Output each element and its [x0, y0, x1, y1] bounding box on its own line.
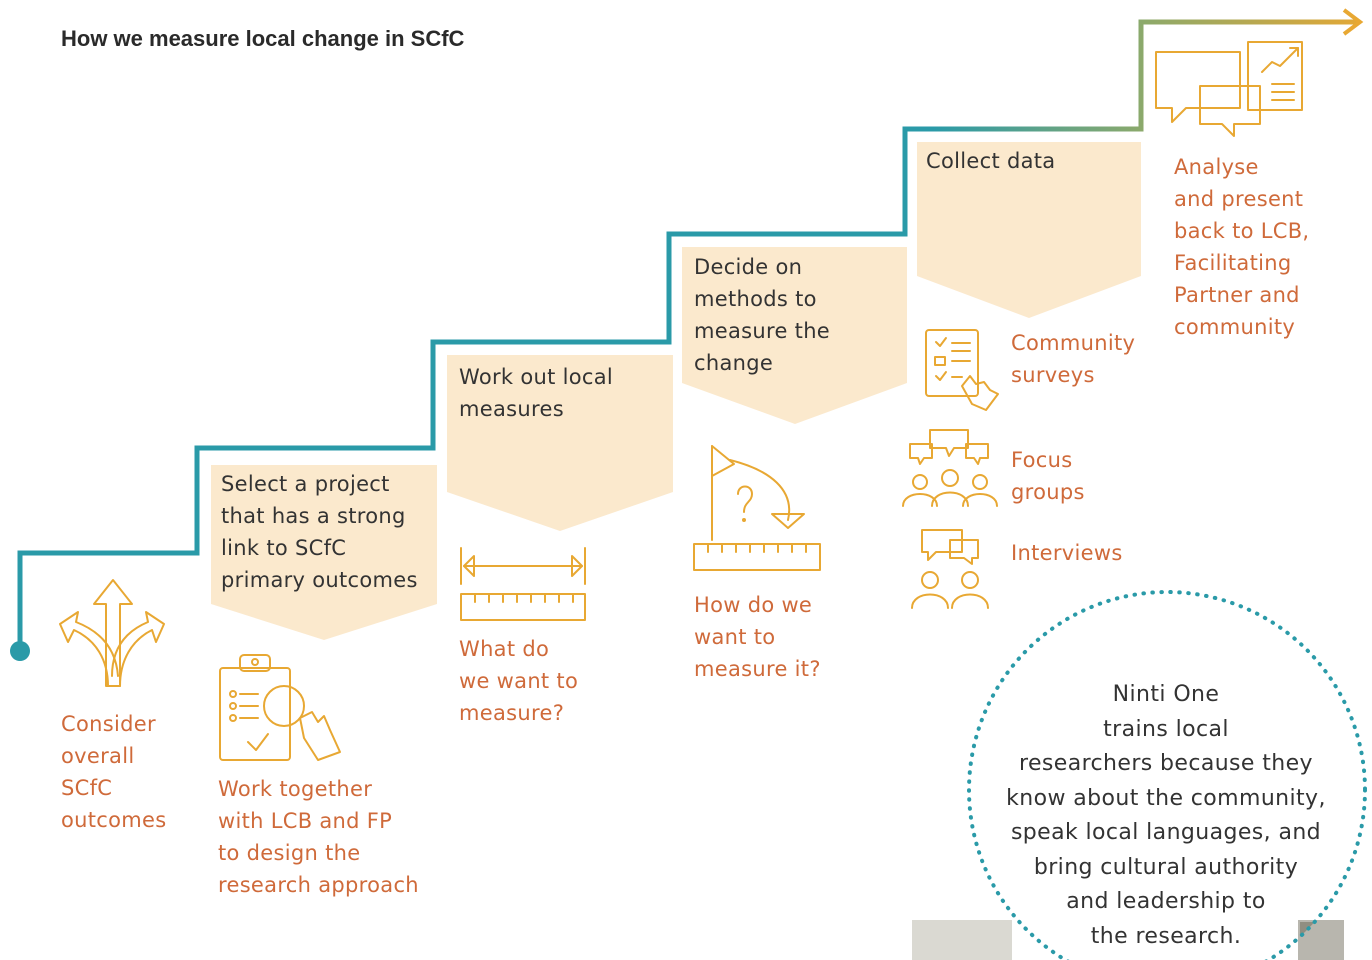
caption-line: and present — [1174, 187, 1304, 211]
caption-step-1: Consider overall SCfC outcomes — [61, 708, 167, 836]
caption-line: Work together — [218, 777, 373, 801]
caption-line: Partner and — [1174, 283, 1300, 307]
caption-line: we want to — [459, 669, 579, 693]
method-label-focus-groups: Focus groups — [1011, 444, 1085, 508]
chat-report-icon — [1155, 41, 1303, 137]
caption-line: back to LCB, — [1174, 219, 1310, 243]
banner-text-step-4: Decide on methods to measure the change — [694, 251, 830, 379]
method-label-line: Community — [1011, 331, 1136, 355]
diverging-arrows-icon — [59, 579, 165, 687]
method-label-line: groups — [1011, 480, 1085, 504]
banner-step-3 — [447, 355, 673, 531]
stair-arrowhead — [1342, 8, 1364, 36]
banner-line: Select a project — [221, 472, 390, 496]
caption-line: overall — [61, 744, 135, 768]
caption-line: outcomes — [61, 808, 167, 832]
caption-line: Analyse — [1174, 155, 1259, 179]
caption-line: want to — [694, 625, 776, 649]
caption-line: with LCB and FP — [218, 809, 393, 833]
photo-corner-left — [912, 920, 1012, 960]
interview-icon — [911, 529, 989, 609]
callout-line: bring cultural authority — [1033, 854, 1299, 880]
banner-line: Decide on — [694, 255, 803, 279]
stair-line — [17, 19, 1358, 651]
callout-text: Ninti One trains local researchers becau… — [990, 678, 1342, 954]
banner-line: methods to — [694, 287, 817, 311]
caption-step-2: Work together with LCB and FP to design … — [218, 773, 419, 901]
method-label-surveys: Community surveys — [1011, 327, 1135, 391]
protractor-question-icon — [693, 445, 821, 571]
caption-step-3: What do we want to measure? — [459, 633, 578, 729]
callout-line: researchers because they — [1019, 751, 1313, 776]
ruler-measure-icon — [460, 547, 586, 621]
banner-line: Collect data — [926, 149, 1056, 173]
caption-line: research approach — [218, 873, 419, 897]
method-label-line: Focus — [1011, 448, 1073, 472]
callout-line: trains local — [1103, 716, 1229, 742]
banner-step-2 — [211, 465, 437, 640]
banner-step-4 — [682, 247, 907, 424]
banner-line: that has a strong — [221, 504, 406, 528]
banner-line: change — [694, 351, 774, 375]
method-label-line: Interviews — [1011, 541, 1123, 565]
caption-line: measure it? — [694, 657, 821, 681]
caption-step-6: Analyse and present back to LCB, Facilit… — [1174, 151, 1309, 343]
banner-step-5 — [917, 142, 1141, 318]
clipboard-magnifier-icon — [219, 654, 341, 761]
caption-line: What do — [459, 637, 550, 661]
callout-line: and leadership to — [1066, 889, 1266, 914]
callout-line: the research. — [1090, 923, 1242, 949]
caption-line: SCfC — [61, 776, 113, 800]
callout-line: Ninti One — [1112, 682, 1220, 707]
banner-text-step-5: Collect data — [926, 145, 1055, 177]
caption-line: measure? — [459, 701, 565, 725]
callout-circle — [967, 590, 1367, 960]
callout-line: speak local languages, and — [1010, 820, 1322, 845]
step-banners — [211, 142, 1141, 640]
caption-line: Facilitating — [1174, 251, 1292, 275]
banner-line: measures — [459, 397, 564, 421]
banner-text-step-2: Select a project that has a strong link … — [221, 468, 418, 596]
callout-line: know about the community, — [1006, 785, 1326, 811]
survey-checklist-icon — [925, 329, 999, 411]
caption-step-4: How do we want to measure it? — [694, 589, 821, 685]
caption-line: Consider — [61, 712, 156, 736]
caption-line: to design the — [218, 841, 361, 865]
banner-line: primary outcomes — [221, 568, 418, 592]
method-label-line: surveys — [1011, 363, 1095, 387]
focus-group-icon — [902, 429, 998, 507]
diagram-title: How we measure local change in SCfC — [61, 26, 465, 51]
caption-line: How do we — [694, 593, 813, 617]
photo-corner-right — [1298, 920, 1344, 960]
banner-line: link to SCfC — [221, 536, 347, 560]
banner-line: measure the — [694, 319, 831, 343]
caption-line: community — [1174, 315, 1296, 339]
banner-line: Work out local — [459, 365, 614, 389]
stair-start-dot — [10, 641, 30, 661]
method-label-interviews: Interviews — [1011, 537, 1123, 569]
banner-text-step-3: Work out local measures — [459, 361, 613, 425]
